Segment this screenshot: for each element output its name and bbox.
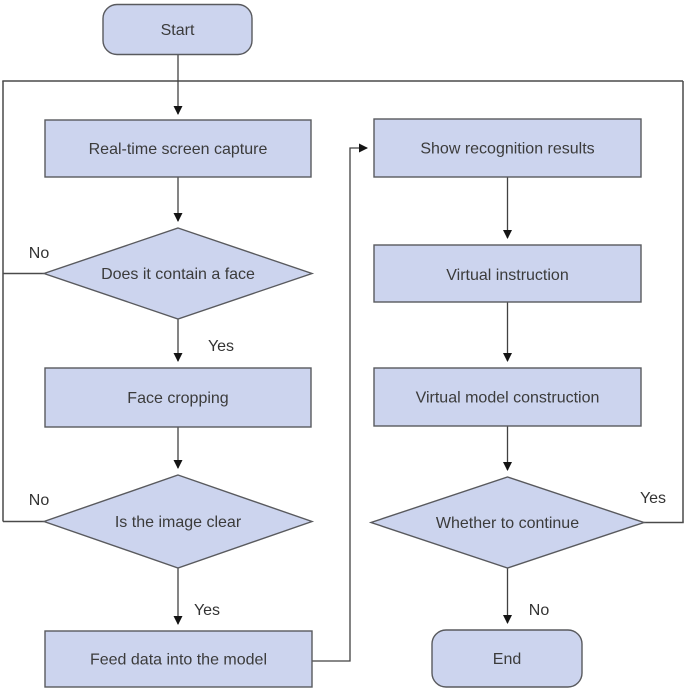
node-label-virtual-instruction: Virtual instruction [446, 267, 568, 284]
node-label-show-results: Show recognition results [420, 141, 594, 158]
crop-process-shape [44, 367, 312, 428]
node-label-start: Start [161, 22, 195, 39]
capture-process-shape [44, 119, 312, 178]
node-realtime-screen-capture: Real-time screen capture [44, 119, 312, 178]
node-label-virtual-model: Virtual model construction [416, 390, 600, 407]
edge-label-face-yes: Yes [208, 338, 234, 355]
edge-label-clear-yes: Yes [194, 602, 220, 619]
edge-label-clear-no: No [29, 492, 50, 509]
node-end: End [431, 629, 583, 688]
node-face-cropping: Face cropping [44, 367, 312, 428]
node-feed-data-into-model: Feed data into the model [44, 630, 313, 688]
node-start: Start [102, 3, 253, 56]
continue-check-decision-shape [368, 476, 647, 569]
node-virtual-model-construction: Virtual model construction [373, 367, 642, 427]
node-label-capture: Real-time screen capture [89, 141, 268, 158]
node-label-clarity-check: Is the image clear [115, 514, 242, 531]
edge-label-continue-yes: Yes [640, 490, 666, 507]
node-label-feed: Feed data into the model [90, 652, 267, 669]
node-virtual-instruction: Virtual instruction [373, 244, 642, 303]
clarity-check-decision-shape [41, 474, 315, 569]
node-label-continue-check: Whether to continue [436, 515, 579, 532]
face-check-decision-shape [41, 227, 315, 320]
node-is-the-image-clear: Is the image clear [41, 474, 315, 569]
edge-label-face-no: No [29, 245, 50, 262]
edge-label-continue-no: No [529, 602, 550, 619]
edge-feed-to-showresults [312, 143, 368, 662]
node-label-crop: Face cropping [127, 390, 228, 407]
node-label-end: End [493, 651, 521, 668]
virtual-model-process-shape [373, 367, 642, 427]
start-terminal-shape [102, 3, 253, 56]
node-show-recognition-results: Show recognition results [373, 118, 642, 178]
end-terminal-shape [431, 629, 583, 688]
node-whether-to-continue: Whether to continue [368, 476, 647, 569]
node-does-it-contain-a-face: Does it contain a face [41, 227, 315, 320]
node-label-face-check: Does it contain a face [101, 266, 255, 283]
virtual-instruction-process-shape [373, 244, 642, 303]
show-results-process-shape [373, 118, 642, 178]
feed-process-shape [44, 630, 313, 688]
